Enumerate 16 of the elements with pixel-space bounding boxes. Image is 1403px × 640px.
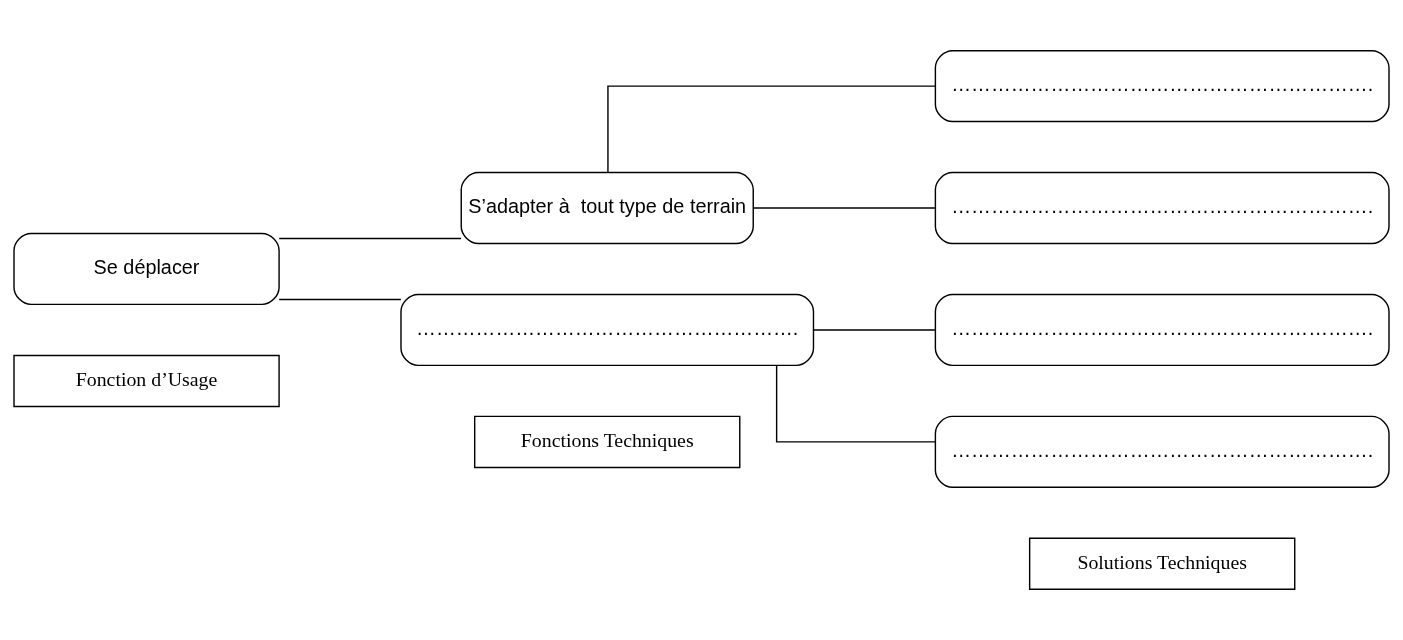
node-box: ………………………………………………………. (934, 415, 1390, 488)
node-box: Fonction d’Usage (13, 354, 280, 408)
node-box: ………………………………………………………. (934, 171, 1390, 245)
node-box: ………………………………………………………. (934, 49, 1390, 123)
node-box: Solutions Techniques (1028, 537, 1296, 591)
connector (812, 329, 936, 331)
node-box: Fonctions Techniques (474, 415, 741, 469)
node-box: …………………………………………………. (400, 293, 815, 367)
connector (607, 85, 936, 173)
connector (278, 298, 402, 301)
node-box: S’adapter à tout type de terrain (460, 171, 754, 245)
connector (278, 237, 462, 240)
node-box: Se déplacer (13, 232, 280, 306)
node-box: ………………………………………………………. (934, 293, 1390, 367)
connector (775, 365, 936, 443)
connector (752, 207, 936, 209)
